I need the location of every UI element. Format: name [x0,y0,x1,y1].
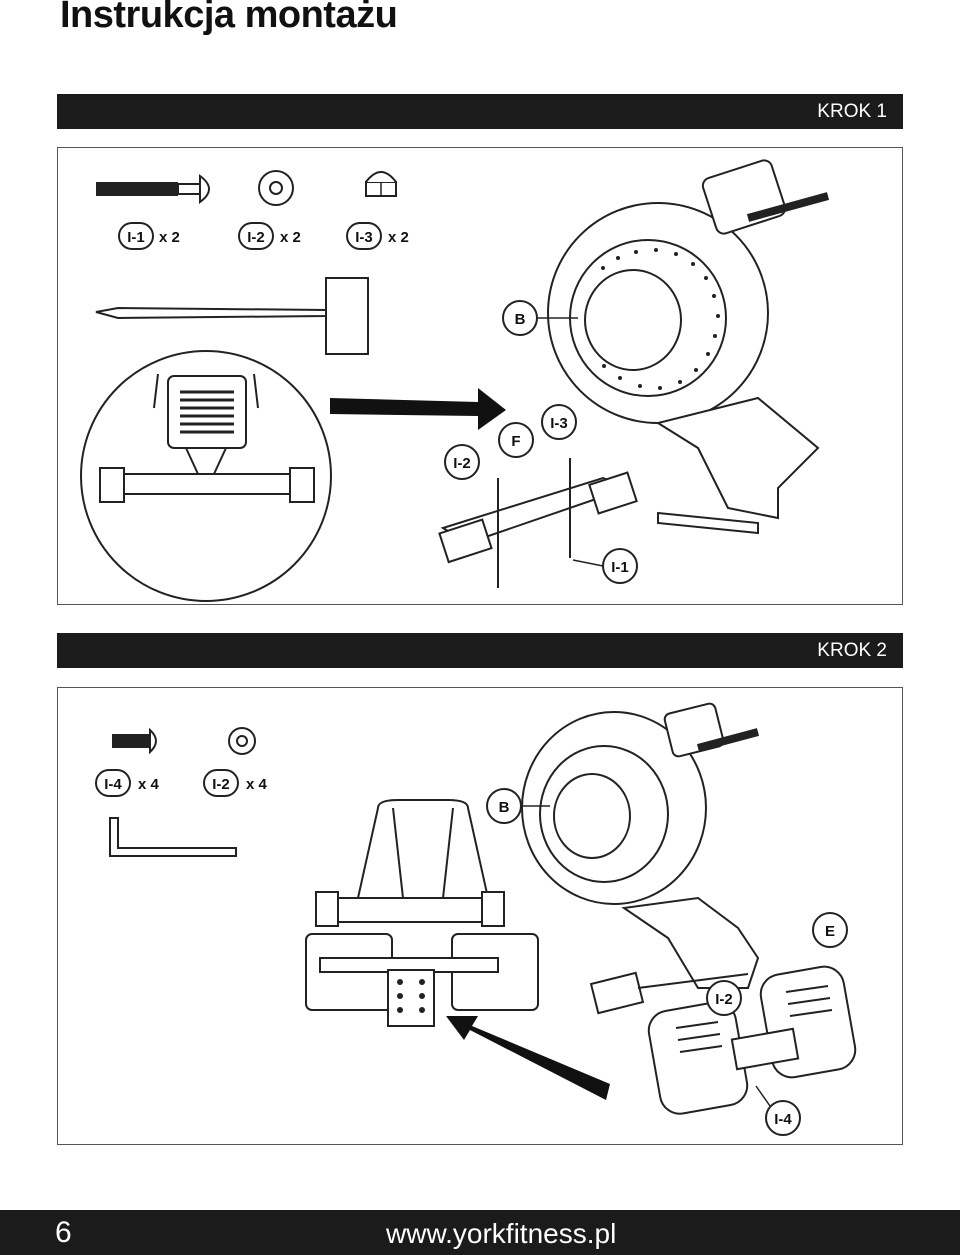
callout-f: F [498,422,534,458]
callout-e: E [812,912,848,948]
rower-flywheel-housing [521,702,760,1015]
website-link[interactable]: www.yorkfitness.pl [386,1218,617,1249]
part-label-i2: I-2 x 4 [203,769,268,797]
screwdriver-icon [95,277,369,355]
svg-text:I-1: I-1 [127,229,145,246]
svg-text:x 4: x 4 [246,776,268,793]
part-label-i2: I-2 x 2 [238,222,301,250]
callout-i1: I-1 [572,548,638,584]
page-number: 6 [55,1216,72,1249]
rower-rear-view [305,799,539,1027]
page-footer: 6 www.yorkfitness.pl [0,1210,960,1255]
part-label-i1: I-1 x 2 [118,222,180,250]
footrest-tread [675,985,833,1053]
footrest-assembly [647,965,857,1115]
part-label-i3: I-3 x 2 [346,222,409,250]
callout-i4: I-4 [755,1085,801,1136]
svg-text:I-2: I-2 [247,229,265,246]
part-label-i4: I-4 x 4 [95,769,160,797]
svg-text:x 2: x 2 [159,229,180,246]
svg-text:I-4: I-4 [774,1111,792,1128]
rower-grille-dots [601,248,720,390]
direction-arrow-icon [446,1016,610,1100]
detail-zoom-circle [80,350,332,602]
svg-text:x 2: x 2 [388,229,409,246]
rower-rear-bolt-holes [397,979,425,1013]
svg-text:B: B [499,799,510,816]
direction-arrow-icon [330,388,506,430]
rower-flywheel-housing [547,159,830,535]
callout-i2: I-2 [706,980,742,1016]
callout-b: B [502,300,578,336]
callout-i3: I-3 [541,404,577,440]
svg-text:I-2: I-2 [715,991,733,1008]
svg-text:I-3: I-3 [355,229,373,246]
svg-text:I-1: I-1 [611,559,629,576]
svg-text:x 4: x 4 [138,776,160,793]
svg-text:I-3: I-3 [550,415,568,432]
svg-text:I-4: I-4 [104,776,122,793]
step-2-illustration: I-4 x 4 I-2 x 4 [95,702,857,1136]
svg-text:I-2: I-2 [453,455,471,472]
allen-key-icon [109,817,237,857]
cap-nut-icon [365,171,397,197]
washer-icon [258,170,294,206]
screw-icon [112,727,157,755]
washer-icon [228,727,256,755]
step-2-header: KROK 2 [57,633,903,668]
step-1-illustration: I-1 x 2 I-2 x 2 I-3 x 2 [80,159,830,602]
bolt-icon [96,174,210,204]
callout-i2: I-2 [444,444,480,480]
front-stabilizer-part [438,458,638,588]
svg-text:B: B [515,311,526,328]
page-title: Instrukcja montażu [60,0,398,36]
svg-text:I-2: I-2 [212,776,230,793]
callout-b: B [486,788,550,824]
svg-text:E: E [825,923,835,940]
svg-text:F: F [511,433,520,450]
step-2-panel: I-4 x 4 I-2 x 4 [57,687,903,1145]
step-1-panel: I-1 x 2 I-2 x 2 I-3 x 2 [57,147,903,605]
step-1-header: KROK 1 [57,94,903,129]
svg-text:x 2: x 2 [280,229,301,246]
